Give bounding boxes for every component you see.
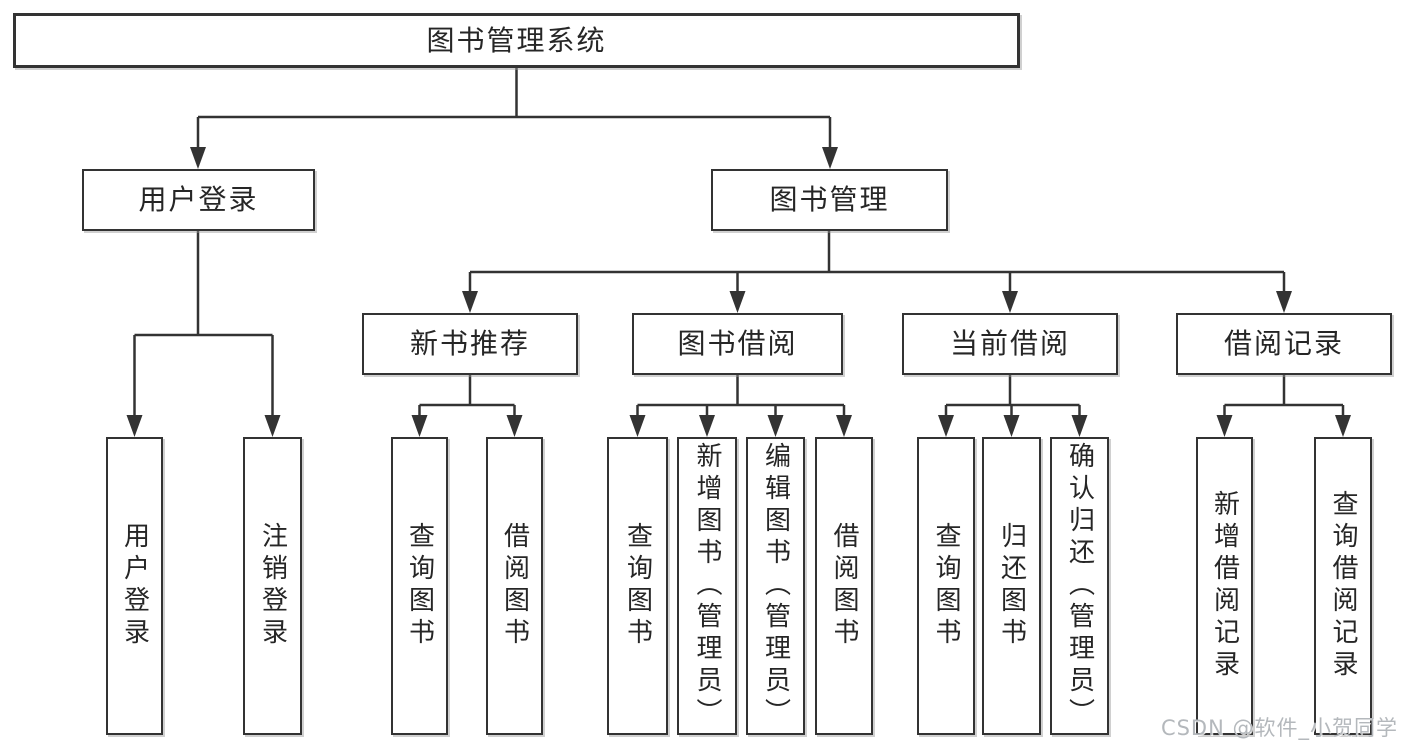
leaf-logout-label: 注销登录 [257, 522, 288, 650]
node-new-book-recommend: 新书推荐 [362, 313, 578, 375]
node-book-management-label: 图书管理 [769, 183, 890, 216]
csdn-watermark: CSDN @软件_小贺同学 [1160, 716, 1398, 740]
node-book-borrow-label: 图书借阅 [677, 327, 798, 360]
leaf-logout: 注销登录 [243, 437, 302, 735]
leaf-query-books-borrow-label: 查询图书 [622, 522, 653, 650]
node-library-system-label: 图书管理系统 [426, 23, 607, 57]
leaf-edit-books-admin: 编辑图书（管理员） [746, 437, 805, 735]
connector-new-book-children [418, 375, 516, 419]
node-book-borrow: 图书借阅 [632, 313, 843, 375]
node-current-borrow: 当前借阅 [902, 313, 1118, 375]
leaf-query-books-current: 查询图书 [917, 437, 975, 735]
leaf-borrow-books-label: 借阅图书 [829, 522, 859, 650]
leaf-borrow-books-recommend: 借阅图书 [486, 437, 543, 735]
leaf-return-books: 归还图书 [982, 437, 1041, 735]
connector-book-mgmt-children [468, 231, 1286, 295]
connector-root-to-level2 [196, 68, 832, 151]
leaf-query-borrow-record: 查询借阅记录 [1314, 437, 1372, 735]
leaf-confirm-return-admin-label: 确认归还（管理员） [1064, 442, 1095, 730]
node-borrow-records: 借阅记录 [1176, 313, 1392, 375]
node-new-book-recommend-label: 新书推荐 [409, 327, 530, 360]
leaf-return-books-label: 归还图书 [996, 522, 1027, 650]
node-book-management: 图书管理 [711, 169, 948, 231]
leaf-add-books-admin-label: 新增图书（管理员） [692, 442, 722, 730]
node-user-login: 用户登录 [82, 169, 315, 231]
leaf-borrow-books: 借阅图书 [815, 437, 873, 735]
connector-user-login-children [133, 231, 274, 419]
leaf-confirm-return-admin: 确认归还（管理员） [1050, 437, 1109, 735]
leaf-user-login-label: 用户登录 [119, 522, 150, 650]
connector-borrow-records-children [1223, 375, 1345, 419]
leaf-query-books-recommend-label: 查询图书 [404, 522, 435, 650]
node-current-borrow-label: 当前借阅 [949, 327, 1070, 360]
leaf-user-login: 用户登录 [106, 437, 163, 735]
node-user-login-label: 用户登录 [138, 183, 259, 216]
connector-book-borrow-children [636, 375, 846, 419]
connector-current-borrow-children [944, 375, 1081, 419]
leaf-query-books-borrow: 查询图书 [607, 437, 668, 735]
leaf-query-borrow-record-label: 查询借阅记录 [1328, 490, 1358, 682]
leaf-edit-books-admin-label: 编辑图书（管理员） [760, 442, 791, 730]
leaf-add-borrow-record: 新增借阅记录 [1196, 437, 1253, 735]
leaf-query-books-recommend: 查询图书 [391, 437, 448, 735]
leaf-add-borrow-record-label: 新增借阅记录 [1209, 490, 1240, 682]
leaf-borrow-books-recommend-label: 借阅图书 [499, 522, 530, 650]
leaf-query-books-current-label: 查询图书 [931, 522, 961, 650]
leaf-add-books-admin: 新增图书（管理员） [677, 437, 737, 735]
node-library-system: 图书管理系统 [13, 13, 1020, 68]
node-borrow-records-label: 借阅记录 [1223, 327, 1344, 360]
